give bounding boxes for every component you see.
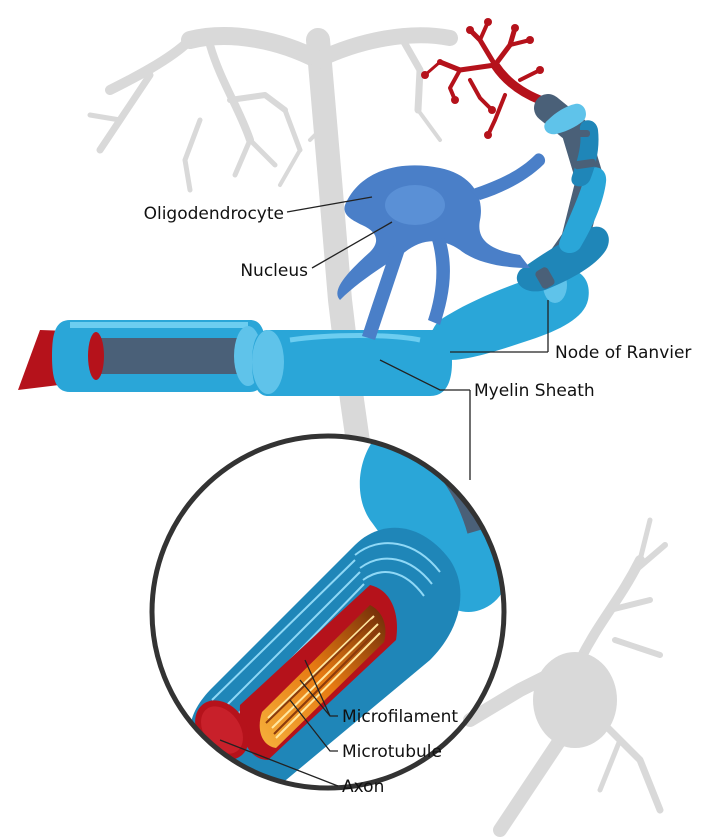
oligodendrocyte-nucleus <box>385 185 445 225</box>
background-neuron-soma <box>533 652 617 748</box>
axon-label: Axon <box>342 777 384 797</box>
microfilament-label: Microfilament <box>342 707 458 727</box>
microtubule-label: Microtubule <box>342 742 442 762</box>
nucleus-label: Nucleus <box>240 261 308 281</box>
oligodendrocyte-label: Oligodendrocyte <box>144 204 284 224</box>
myelin-sheath-label: Myelin Sheath <box>474 381 595 401</box>
node-of-ranvier-label: Node of Ranvier <box>555 343 691 363</box>
magnifier <box>152 420 580 830</box>
